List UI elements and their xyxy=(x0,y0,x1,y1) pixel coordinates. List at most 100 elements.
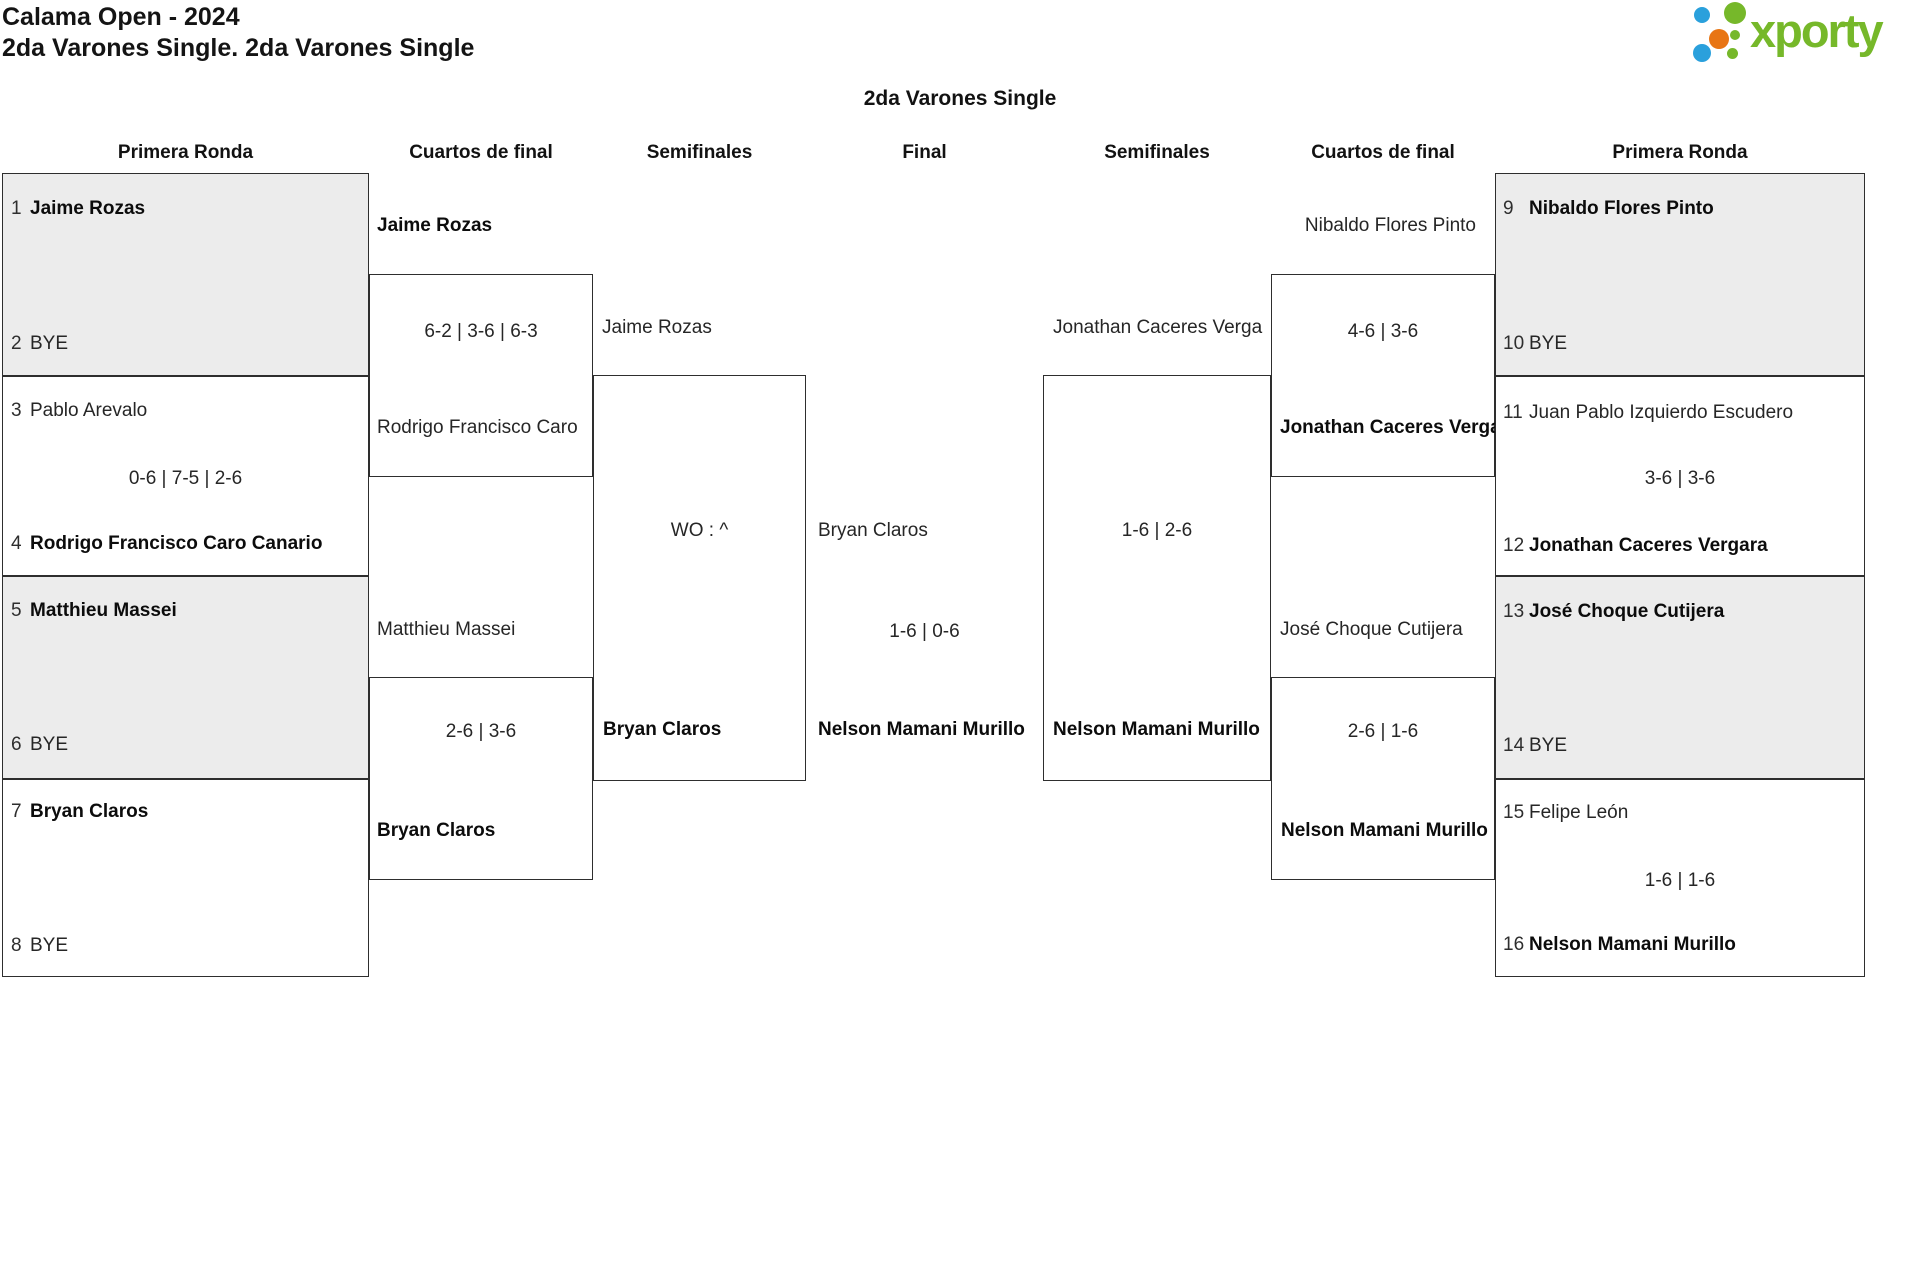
player-name: Nelson Mamani Murillo xyxy=(1529,934,1736,955)
logo-dot-green-bottom-icon xyxy=(1727,48,1738,59)
final-top-player: Bryan Claros xyxy=(818,520,928,541)
seed-number: 2 xyxy=(11,333,22,354)
fr-entry-11: 11 Juan Pablo Izquierdo Escudero xyxy=(1495,400,1865,426)
fr-entry-6: 6 BYE xyxy=(2,732,369,758)
xporty-logo[interactable]: xporty xyxy=(1680,0,1920,64)
player-name: BYE xyxy=(1529,735,1568,756)
qf-box-left-bottom xyxy=(369,677,593,880)
round-header-semifinales-left: Semifinales xyxy=(646,142,753,163)
fr-entry-1: 1 Jaime Rozas xyxy=(2,196,369,222)
match-box-3-4 xyxy=(2,376,369,576)
qf-box-right-bottom xyxy=(1271,677,1495,880)
round-header-semifinales-right: Semifinales xyxy=(1104,142,1210,163)
seed-number: 1 xyxy=(11,198,22,219)
final-score: 1-6 | 0-6 xyxy=(889,621,960,642)
player-name: BYE xyxy=(30,935,69,956)
match-box-5-6 xyxy=(2,576,369,779)
sf-box-right xyxy=(1043,375,1271,781)
qf-left-top-player2: Rodrigo Francisco Caro xyxy=(377,417,578,438)
logo-dot-green-large-icon xyxy=(1724,2,1746,24)
fr-entry-3: 3 Pablo Arevalo xyxy=(2,398,369,424)
player-name: Bryan Claros xyxy=(30,801,149,822)
player-name: Pablo Arevalo xyxy=(30,400,148,421)
qf-left-bottom-score: 2-6 | 3-6 xyxy=(445,721,517,742)
fr-entry-10: 10 BYE xyxy=(1495,331,1865,357)
player-name: Jonathan Caceres Vergara xyxy=(1529,535,1768,556)
sf-right-score: 1-6 | 2-6 xyxy=(1121,520,1193,541)
fr-entry-8: 8 BYE xyxy=(2,933,369,959)
player-name: Jaime Rozas xyxy=(30,198,146,219)
logo-dot-blue-top-icon xyxy=(1694,7,1710,23)
match-box-7-8 xyxy=(2,779,369,977)
fr-entry-5: 5 Matthieu Massei xyxy=(2,598,369,624)
player-name: Nibaldo Flores Pinto xyxy=(1529,198,1714,219)
player-name: José Choque Cutijera xyxy=(1529,601,1725,622)
seed-number: 10 xyxy=(1503,333,1525,354)
match-box-13-14 xyxy=(1495,576,1865,779)
fr-entry-16: 16 Nelson Mamani Murillo xyxy=(1495,932,1865,958)
fr-entry-7: 7 Bryan Claros xyxy=(2,799,369,825)
fr-entry-15: 15 Felipe León xyxy=(1495,800,1865,826)
seed-number: 8 xyxy=(11,935,22,956)
final-bottom-player: Nelson Mamani Murillo xyxy=(818,719,1025,740)
fr-entry-4: 4 Rodrigo Francisco Caro Canario xyxy=(2,531,369,557)
tournament-title: Calama Open - 2024 xyxy=(2,3,240,31)
seed-number: 6 xyxy=(11,734,22,755)
round-header-final: Final xyxy=(902,142,947,163)
seed-number: 3 xyxy=(11,400,22,421)
seed-number: 5 xyxy=(11,600,22,621)
qf-right-bottom-player2: Nelson Mamani Murillo xyxy=(1281,820,1488,841)
qf-left-top-score: 6-2 | 3-6 | 6-3 xyxy=(424,321,538,342)
seed-number: 15 xyxy=(1503,802,1525,823)
qf-left-bottom-player: Matthieu Massei xyxy=(377,619,516,640)
fr-entry-14: 14 BYE xyxy=(1495,733,1865,759)
qf-box-right-top xyxy=(1271,274,1495,477)
player-name: Felipe León xyxy=(1529,802,1629,823)
seed-number: 12 xyxy=(1503,535,1525,556)
qf-right-bottom-player: José Choque Cutijera xyxy=(1280,619,1463,640)
seed-number: 16 xyxy=(1503,934,1525,955)
seed-number: 7 xyxy=(11,801,22,822)
player-name: BYE xyxy=(30,333,69,354)
sf-box-left xyxy=(593,375,806,781)
round-header-cuartos-right: Cuartos de final xyxy=(1311,142,1455,163)
logo-dot-green-small-icon xyxy=(1730,30,1740,40)
match-box-15-16 xyxy=(1495,779,1865,977)
bracket-title: 2da Varones Single xyxy=(863,87,1057,110)
fr-entry-13: 13 José Choque Cutijera xyxy=(1495,599,1865,625)
logo-dot-orange-icon xyxy=(1709,29,1729,49)
fr-score-15-16: 1-6 | 1-6 xyxy=(1644,870,1716,891)
player-name: Juan Pablo Izquierdo Escudero xyxy=(1529,402,1794,423)
qf-left-top-player: Jaime Rozas xyxy=(377,215,493,236)
fr-entry-2: 2 BYE xyxy=(2,331,369,357)
qf-right-top-player: Nibaldo Flores Pinto xyxy=(1304,215,1476,236)
qf-right-bottom-score: 2-6 | 1-6 xyxy=(1347,721,1419,742)
match-box-11-12 xyxy=(1495,376,1865,576)
logo-dot-blue-bottom-icon xyxy=(1693,44,1711,62)
qf-right-top-player2: Jonathan Caceres Verga xyxy=(1280,417,1495,438)
round-header-primera-ronda-left: Primera Ronda xyxy=(117,142,254,163)
fr-entry-9: 9 Nibaldo Flores Pinto xyxy=(1495,196,1865,222)
player-name: Matthieu Massei xyxy=(30,600,177,621)
round-header-primera-ronda-right: Primera Ronda xyxy=(1612,142,1748,163)
sf-left-top-player: Jaime Rozas xyxy=(602,317,712,338)
qf-left-bottom-player2: Bryan Claros xyxy=(377,820,496,841)
sf-left-bottom-player: Bryan Claros xyxy=(603,719,722,740)
match-box-9-10 xyxy=(1495,173,1865,376)
sf-left-score: WO : ^ xyxy=(670,520,729,541)
seed-number: 9 xyxy=(1503,198,1514,219)
player-name: Rodrigo Francisco Caro Canario xyxy=(30,533,323,554)
seed-number: 4 xyxy=(11,533,22,554)
logo-wordmark: xporty xyxy=(1750,4,1884,57)
round-header-cuartos-left: Cuartos de final xyxy=(409,142,553,163)
player-name: BYE xyxy=(30,734,69,755)
qf-box-left-top xyxy=(369,274,593,477)
seed-number: 13 xyxy=(1503,601,1525,622)
fr-score-3-4: 0-6 | 7-5 | 2-6 xyxy=(128,468,243,489)
fr-entry-12: 12 Jonathan Caceres Vergara xyxy=(1495,533,1865,559)
sf-right-top-player: Jonathan Caceres Verga xyxy=(1053,317,1263,338)
fr-score-11-12: 3-6 | 3-6 xyxy=(1644,468,1716,489)
seed-number: 11 xyxy=(1503,402,1523,423)
qf-right-top-score: 4-6 | 3-6 xyxy=(1347,321,1419,342)
